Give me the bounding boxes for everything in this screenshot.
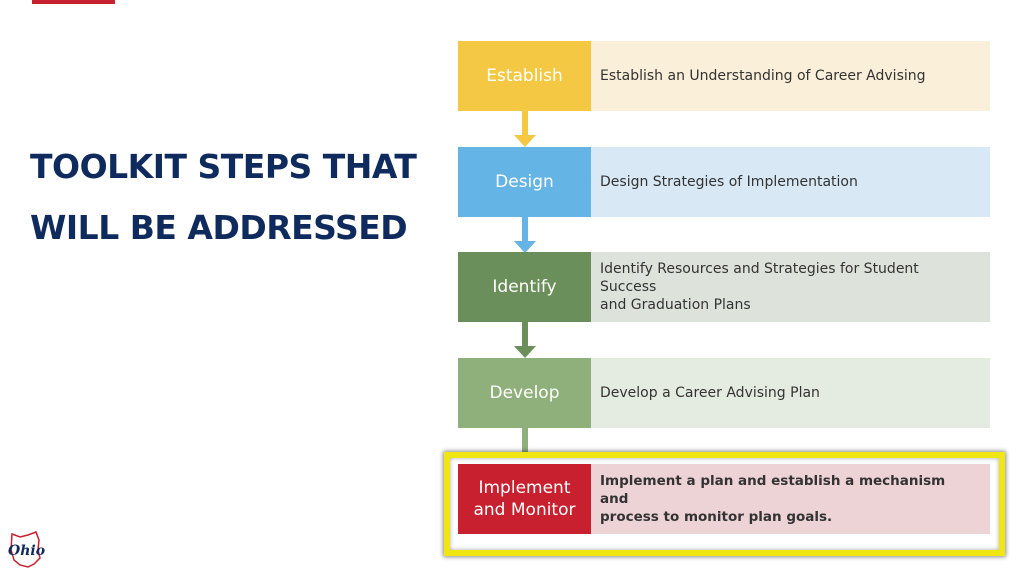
- step-establish: Establish Establish an Understanding of …: [458, 41, 990, 111]
- step-description: Implement a plan and establish a mechani…: [591, 464, 990, 534]
- top-accent-bar: [32, 0, 115, 4]
- arrow-2-line: [522, 217, 528, 241]
- highlight-box: [444, 452, 1005, 556]
- step-label: Develop: [458, 358, 591, 428]
- step-develop: Develop Develop a Career Advising Plan: [458, 358, 990, 428]
- step-identify: Identify Identify Resources and Strategi…: [458, 252, 990, 322]
- step-design: Design Design Strategies of Implementati…: [458, 147, 990, 217]
- step-label: Identify: [458, 252, 591, 322]
- arrow-2-head: [514, 241, 536, 253]
- step-implement-monitor: Implement and Monitor Implement a plan a…: [458, 464, 990, 534]
- step-description: Identify Resources and Strategies for St…: [591, 252, 990, 322]
- ohio-state-outline-icon: Ohio: [8, 531, 45, 568]
- arrow-1-head: [514, 135, 536, 147]
- arrow-1-line: [522, 111, 528, 135]
- ohio-logo-text: Ohio: [8, 543, 45, 559]
- arrow-3-line: [522, 322, 528, 346]
- arrow-4-line: [522, 428, 528, 456]
- step-label: Design: [458, 147, 591, 217]
- step-description: Develop a Career Advising Plan: [591, 358, 990, 428]
- step-description: Design Strategies of Implementation: [591, 147, 990, 217]
- step-label: Establish: [458, 41, 591, 111]
- slide-title: TOOLKIT STEPS THAT WILL BE ADDRESSED: [30, 147, 417, 247]
- step-description: Establish an Understanding of Career Adv…: [591, 41, 990, 111]
- ohio-logo: Ohio: [6, 530, 50, 570]
- arrow-3-head: [514, 346, 536, 358]
- step-label: Implement and Monitor: [458, 464, 591, 534]
